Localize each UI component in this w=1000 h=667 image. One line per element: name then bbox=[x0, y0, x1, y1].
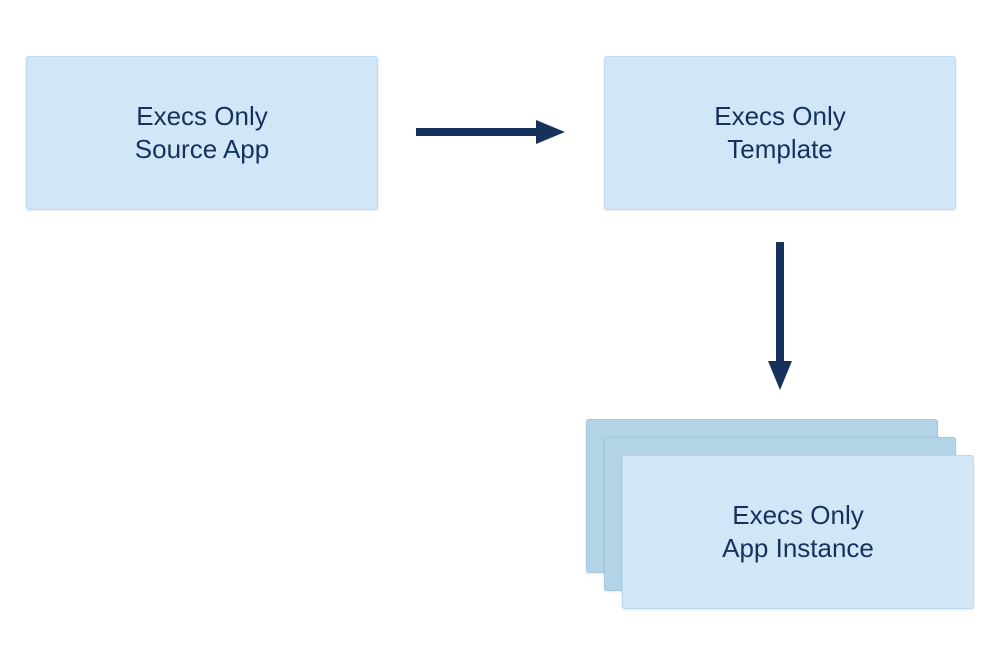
source-app-node: Execs Only Source App bbox=[26, 56, 378, 210]
app-instance-node: Execs Only App Instance bbox=[622, 455, 974, 609]
arrow-source-to-template bbox=[416, 120, 565, 144]
source-app-label: Execs Only Source App bbox=[134, 101, 270, 164]
template-label: Execs Only Template bbox=[714, 101, 846, 164]
arrow-template-to-instance bbox=[768, 242, 792, 390]
app-instance-label: Execs Only App Instance bbox=[722, 500, 874, 563]
template-node: Execs Only Template bbox=[604, 56, 956, 210]
